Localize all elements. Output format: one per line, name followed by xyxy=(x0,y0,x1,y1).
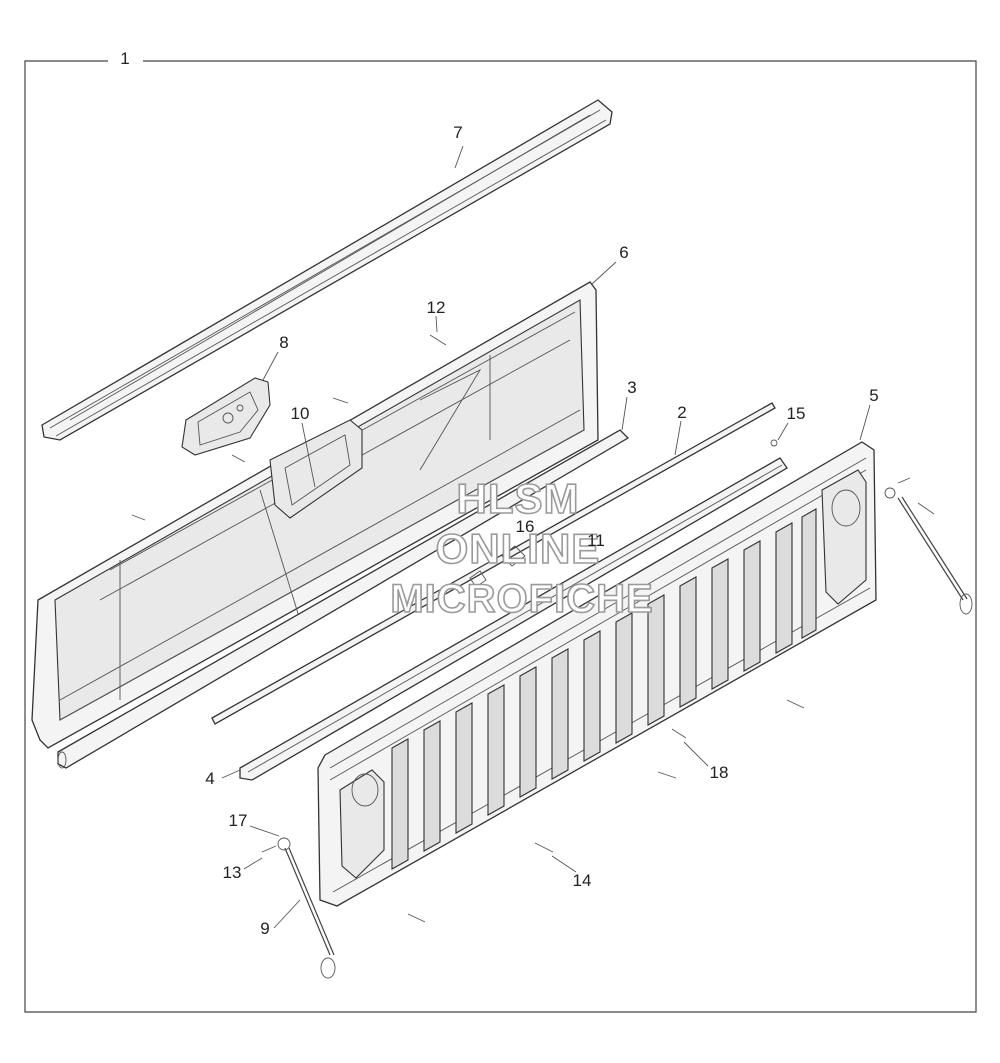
callout-1: 1 xyxy=(120,49,129,68)
callout-7: 7 xyxy=(453,123,462,142)
callout-11: 11 xyxy=(587,531,605,550)
watermark-line-3: MICROFICHE xyxy=(390,577,653,621)
callout-18: 18 xyxy=(710,763,729,782)
part-8-latch-handle xyxy=(181,377,271,456)
callout-16: 16 xyxy=(516,517,535,536)
callout-14: 14 xyxy=(573,871,592,890)
callout-3: 3 xyxy=(627,378,636,397)
callout-9: 9 xyxy=(260,919,269,938)
callout-6: 6 xyxy=(619,243,628,262)
watermark-line-1: HLSM xyxy=(457,475,580,522)
callout-12: 12 xyxy=(427,298,446,317)
callouts: 1 2 3 4 5 6 7 8 9 10 11 12 13 14 15 16 1… xyxy=(120,49,878,938)
assembly-frame xyxy=(24,60,977,1013)
part-2-rod xyxy=(211,402,776,725)
part-3-tube xyxy=(57,429,630,769)
leader-lines xyxy=(221,145,871,929)
callout-4: 4 xyxy=(205,769,214,788)
watermark-line-2: ONLINE xyxy=(436,525,601,572)
watermark: HLSM ONLINE MICROFICHE xyxy=(390,474,654,622)
callout-10: 10 xyxy=(291,404,310,423)
part-6-inner-frame xyxy=(31,281,599,749)
callout-2: 2 xyxy=(677,403,686,422)
callout-17: 17 xyxy=(229,811,248,830)
callout-15: 15 xyxy=(787,404,806,423)
callout-13: 13 xyxy=(223,863,242,882)
right-support-cable xyxy=(884,487,973,615)
part-5-outer-panel xyxy=(317,441,877,907)
callout-8: 8 xyxy=(279,333,288,352)
part-4-channel xyxy=(239,457,788,781)
fasteners xyxy=(131,334,935,923)
part-7-top-cap-rail xyxy=(41,99,613,441)
callout-5: 5 xyxy=(869,386,878,405)
part-9-left-cable xyxy=(277,837,336,979)
